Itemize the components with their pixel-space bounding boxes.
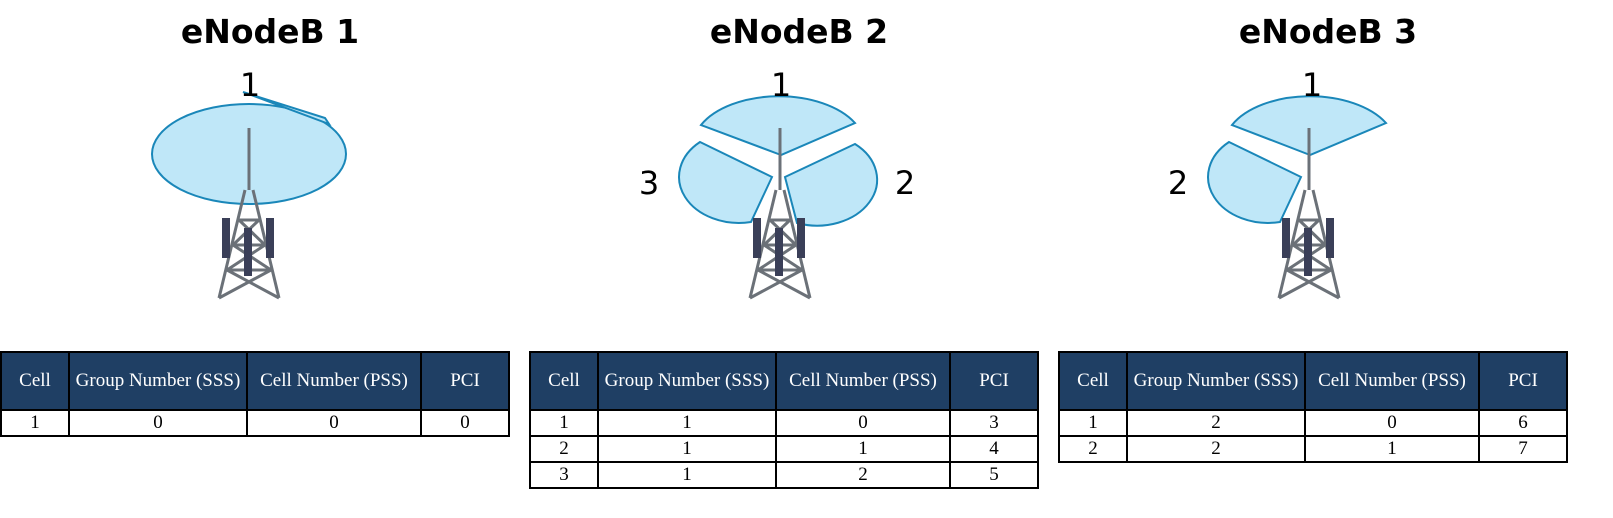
- group-number: 1: [597, 461, 777, 489]
- cell-id: 1: [1058, 409, 1128, 437]
- coverage-sector-2: [1207, 140, 1303, 224]
- pci-value: 3: [949, 409, 1039, 437]
- enodeb-3: eNodeB 3 1 2: [1058, 0, 1598, 330]
- sector-label-2: 2: [1168, 164, 1188, 202]
- pci-value: 7: [1478, 435, 1568, 463]
- pci-value: 0: [420, 409, 510, 437]
- sector-label-3: 3: [639, 164, 659, 202]
- group-number: 2: [1126, 409, 1306, 437]
- column-header-group-number: Group Number (SSS): [68, 351, 248, 411]
- cell-number: 0: [246, 409, 422, 437]
- cell-number: 0: [775, 409, 951, 437]
- group-number: 1: [597, 435, 777, 463]
- column-header-cell: Cell: [529, 351, 599, 411]
- column-header-cell: Cell: [0, 351, 70, 411]
- coverage-diagram: 1 2 3: [639, 66, 915, 300]
- sector-label-1: 1: [771, 66, 791, 104]
- table-row: 2 2 1 7: [1058, 435, 1568, 463]
- enodeb-2: eNodeB 2 1 2 3: [529, 0, 1069, 330]
- sector-wedge-edge: [242, 91, 332, 127]
- coverage-sector-1: [1230, 95, 1388, 157]
- table-row: 3 1 2 5: [529, 461, 1039, 489]
- cell-number: 2: [775, 461, 951, 489]
- column-header-group-number: Group Number (SSS): [597, 351, 777, 411]
- cell-id: 2: [1058, 435, 1128, 463]
- pci-table-enodeb-2: Cell Group Number (SSS) Cell Number (PSS…: [529, 351, 1039, 489]
- coverage-diagram: 1 2: [1168, 66, 1388, 300]
- column-header-cell-number: Cell Number (PSS): [1304, 351, 1480, 411]
- table-row: 1 0 0 0: [0, 409, 510, 437]
- pci-table-enodeb-3: Cell Group Number (SSS) Cell Number (PSS…: [1058, 351, 1568, 463]
- column-header-pci: PCI: [949, 351, 1039, 411]
- pci-table-enodeb-1: Cell Group Number (SSS) Cell Number (PSS…: [0, 351, 510, 437]
- column-header-pci: PCI: [420, 351, 510, 411]
- sector-label-1: 1: [240, 66, 260, 104]
- pci-value: 4: [949, 435, 1039, 463]
- pci-value: 6: [1478, 409, 1568, 437]
- table-header-row: Cell Group Number (SSS) Cell Number (PSS…: [1058, 351, 1568, 411]
- sector-label-2: 2: [895, 164, 915, 202]
- sector-label-1: 1: [1302, 66, 1322, 104]
- coverage-sector-2: [783, 142, 879, 227]
- cell-number: 1: [1304, 435, 1480, 463]
- cell-number: 0: [1304, 409, 1480, 437]
- group-number: 1: [597, 409, 777, 437]
- coverage-diagram: 1: [151, 66, 347, 300]
- station-title: eNodeB 1: [180, 12, 360, 51]
- column-header-pci: PCI: [1478, 351, 1568, 411]
- cell-id: 1: [529, 409, 599, 437]
- pci-value: 5: [949, 461, 1039, 489]
- station-title: eNodeB 3: [1238, 12, 1418, 51]
- cell-id: 2: [529, 435, 599, 463]
- column-header-group-number: Group Number (SSS): [1126, 351, 1306, 411]
- tower-icon: [748, 128, 812, 300]
- table-row: 1 1 0 3: [529, 409, 1039, 437]
- tower-icon: [217, 128, 281, 300]
- table-row: 1 2 0 6: [1058, 409, 1568, 437]
- group-number: 0: [68, 409, 248, 437]
- station-title: eNodeB 2: [709, 12, 889, 51]
- coverage-sector-1: [699, 95, 857, 157]
- tower-icon: [1277, 128, 1341, 300]
- group-number: 2: [1126, 435, 1306, 463]
- cell-id: 3: [529, 461, 599, 489]
- table-header-row: Cell Group Number (SSS) Cell Number (PSS…: [0, 351, 510, 411]
- cell-id: 1: [0, 409, 70, 437]
- cell-number: 1: [775, 435, 951, 463]
- column-header-cell-number: Cell Number (PSS): [246, 351, 422, 411]
- table-row: 2 1 1 4: [529, 435, 1039, 463]
- enodeb-1: eNodeB 1 1: [0, 0, 540, 330]
- coverage-sector-3: [678, 140, 774, 224]
- table-header-row: Cell Group Number (SSS) Cell Number (PSS…: [529, 351, 1039, 411]
- column-header-cell-number: Cell Number (PSS): [775, 351, 951, 411]
- column-header-cell: Cell: [1058, 351, 1128, 411]
